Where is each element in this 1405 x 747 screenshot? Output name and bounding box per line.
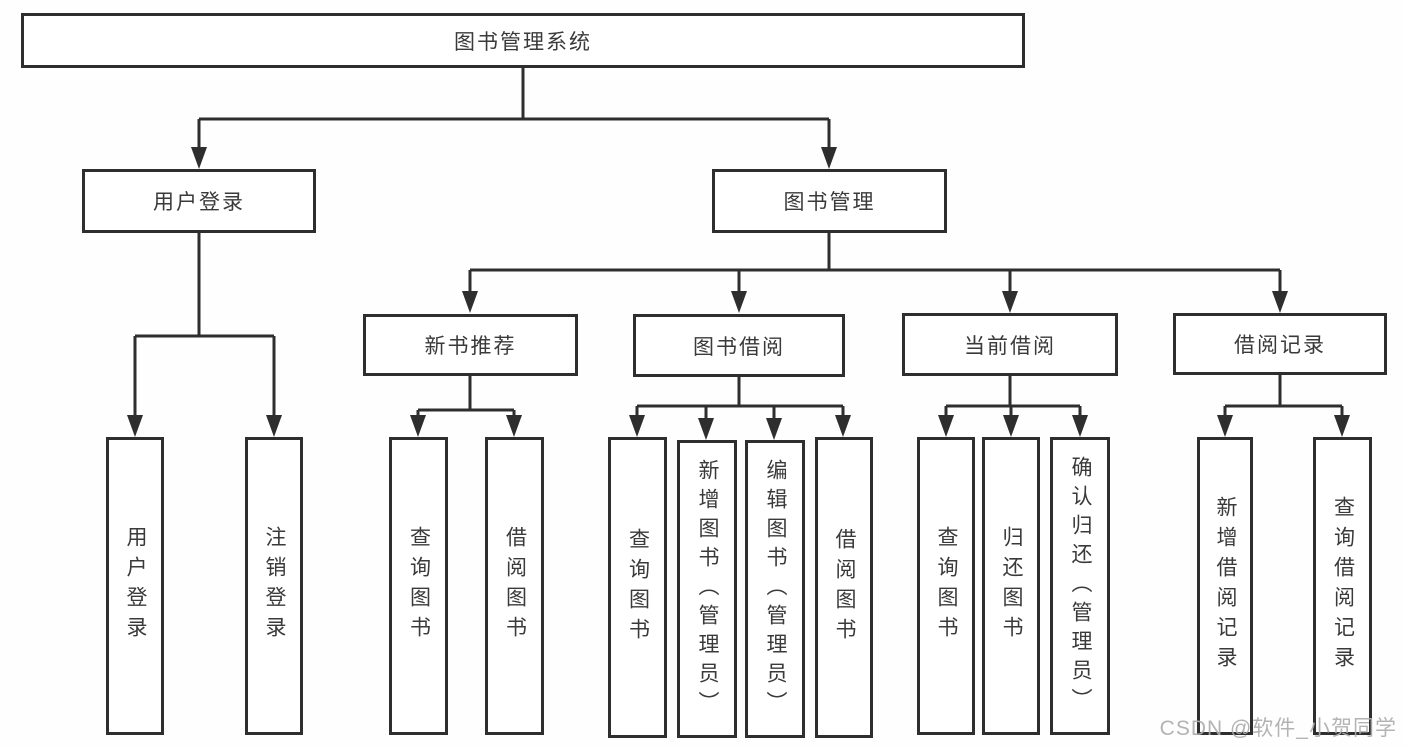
connector-book-borrow-to-leaves <box>635 377 845 421</box>
leaf-node-add-borrow-record: 新增借阅记录 <box>1197 437 1253 735</box>
leaf-node-recommend-query-book: 查询图书 <box>389 437 448 735</box>
leaf-current-query-book-label: 查询图书 <box>935 526 958 646</box>
leaf-node-borrow-query-book: 查询图书 <box>608 437 667 738</box>
leaf-recommend-borrow-book-label: 借阅图书 <box>503 526 527 646</box>
connector-new-book-rec-to-leaves <box>416 376 516 419</box>
connector-root-to-branches <box>197 68 831 150</box>
module-current-borrow-label: 当前借阅 <box>964 334 1056 358</box>
csdn-watermark: CSDN @软件_小贺同学 <box>1159 717 1397 740</box>
leaf-recommend-query-book-label: 查询图书 <box>407 526 431 646</box>
connector-borrow-records-to-leaves <box>1223 375 1344 418</box>
leaf-node-query-borrow-record: 查询借阅记录 <box>1313 437 1372 735</box>
leaf-node-borrow-borrow-book: 借阅图书 <box>815 437 873 738</box>
connector-current-borrow-to-leaves <box>944 376 1082 418</box>
module-borrow-record-label: 借阅记录 <box>1234 334 1326 357</box>
connector-book-mgmt-to-modules <box>468 233 1282 294</box>
branch-user-login-label: 用户登录 <box>153 191 245 214</box>
module-node-current-borrow: 当前借阅 <box>902 313 1118 376</box>
leaf-node-recommend-borrow-book: 借阅图书 <box>485 437 544 735</box>
module-book-borrow-label: 图书借阅 <box>693 335 785 359</box>
leaf-add-borrow-record-label: 新增借阅记录 <box>1214 496 1237 676</box>
arrowheads <box>127 147 1350 440</box>
leaf-add-book-admin-label: 新增图书（管理员） <box>696 458 719 720</box>
branch-node-user-login: 用户登录 <box>82 169 316 233</box>
connector-user-login-to-leaves <box>133 233 276 418</box>
leaf-confirm-return-admin-label: 确认归还（管理员） <box>1069 455 1092 717</box>
leaf-edit-book-admin-label: 编辑图书（管理员） <box>764 458 787 720</box>
leaf-node-user-login: 用户登录 <box>106 437 164 735</box>
module-node-book-borrow: 图书借阅 <box>633 314 845 377</box>
leaf-query-borrow-record-label: 查询借阅记录 <box>1331 496 1355 676</box>
root-node-label: 图书管理系统 <box>454 30 592 54</box>
leaf-node-return-book: 归还图书 <box>982 437 1040 735</box>
leaf-borrow-borrow-book-label: 借阅图书 <box>833 527 856 648</box>
leaf-user-login-label: 用户登录 <box>124 526 147 646</box>
module-new-book-recommend-label: 新书推荐 <box>424 335 517 358</box>
module-node-new-book-recommend: 新书推荐 <box>363 314 578 376</box>
leaf-node-confirm-return-admin: 确认归还（管理员） <box>1050 437 1110 735</box>
leaf-return-book-label: 归还图书 <box>1000 526 1023 646</box>
leaf-node-logout: 注销登录 <box>245 437 303 735</box>
leaf-node-add-book-admin: 新增图书（管理员） <box>677 440 737 738</box>
leaf-logout-label: 注销登录 <box>263 526 286 646</box>
leaf-node-current-query-book: 查询图书 <box>917 437 975 735</box>
root-node-library-system: 图书管理系统 <box>21 13 1025 68</box>
module-node-borrow-record: 借阅记录 <box>1173 313 1387 375</box>
branch-node-book-management: 图书管理 <box>712 169 947 233</box>
leaf-borrow-query-book-label: 查询图书 <box>626 527 650 648</box>
leaf-node-edit-book-admin: 编辑图书（管理员） <box>745 440 805 738</box>
branch-book-management-label: 图书管理 <box>783 191 876 214</box>
